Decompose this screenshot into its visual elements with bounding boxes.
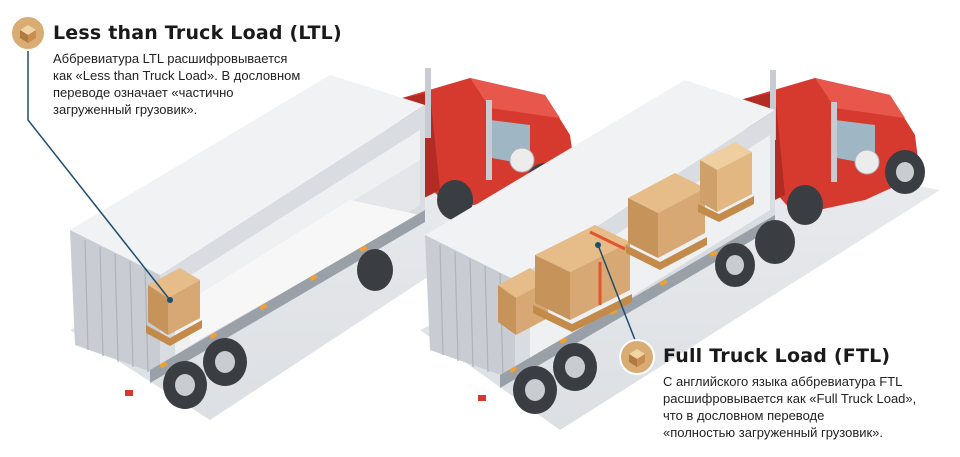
ltl-trailer: [70, 75, 425, 383]
ltl-description-line: как «Less than Truck Load». В дословном: [53, 68, 301, 83]
ftl-description: С английского языка аббревиатура FTL рас…: [663, 373, 916, 441]
box-icon: [619, 339, 655, 375]
ftl-callout-dot: [595, 242, 601, 248]
ltl-title: Less than Truck Load (LTL): [53, 22, 342, 44]
ftl-callout-line: [597, 244, 638, 346]
ltl-description-line: загруженный грузовик».: [53, 102, 198, 117]
box-icon: [10, 15, 46, 51]
ftl-cargo: [498, 142, 754, 335]
ltl-cargo: [146, 268, 202, 346]
ltl-callout-dot: [167, 297, 173, 303]
ftl-description-line: «полностью загруженный грузовик».: [663, 425, 884, 440]
ltl-description-line: Аббревиатура LTL расшифровывается: [53, 51, 288, 66]
ftl-truck: [425, 70, 925, 414]
ftl-description-line: что в дословном переводе: [663, 408, 825, 423]
ftl-title: Full Truck Load (FTL): [663, 345, 891, 367]
ltl-callout-line: [27, 42, 171, 301]
ltl-callout: Less than Truck Load (LTL) Аббревиатура …: [53, 22, 342, 118]
ltl-description: Аббревиатура LTL расшифровывается как «L…: [53, 50, 342, 118]
ftl-callout: Full Truck Load (FTL) С английского язык…: [663, 345, 916, 441]
ltl-description-line: переводе означает «частично: [53, 85, 234, 100]
ftl-description-line: С английского языка аббревиатура FTL: [663, 374, 903, 389]
ftl-description-line: расшифровывается как «Full Truck Load»,: [663, 391, 917, 406]
